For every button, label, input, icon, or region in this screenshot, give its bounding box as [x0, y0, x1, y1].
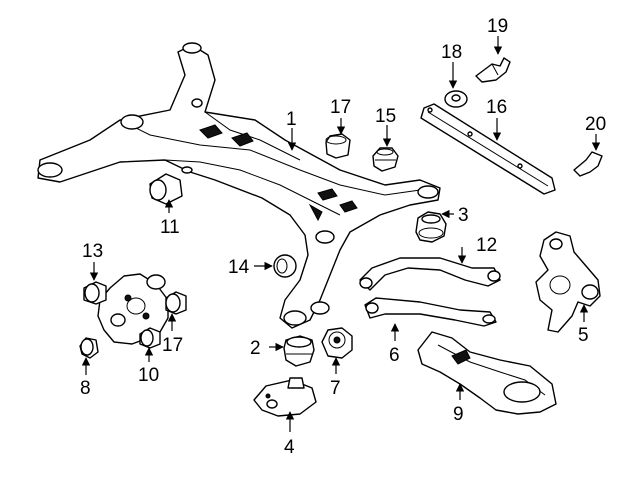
brace-bar-16 — [420, 103, 556, 195]
bolt-19 — [475, 57, 511, 83]
callout-19: 19 — [487, 16, 508, 37]
mount-4 — [253, 377, 317, 417]
callout-7: 7 — [330, 378, 341, 399]
lower-link-6 — [364, 297, 497, 327]
callout-10: 10 — [138, 365, 159, 386]
callout-12: 12 — [476, 235, 497, 256]
bushing-14 — [273, 254, 297, 278]
callout-17-left: 17 — [162, 335, 183, 356]
callout-3: 3 — [458, 205, 469, 226]
bushing-2 — [283, 335, 315, 367]
callout-4: 4 — [284, 437, 295, 458]
washer-18 — [444, 90, 468, 108]
callout-9: 9 — [453, 404, 464, 425]
callout-14: 14 — [228, 257, 250, 278]
mount-3 — [415, 211, 447, 243]
knuckle-5 — [535, 231, 601, 333]
bushing-11 — [149, 173, 183, 205]
callout-18: 18 — [441, 42, 462, 63]
bushing-7 — [321, 327, 353, 359]
callout-15: 15 — [375, 106, 396, 127]
callout-5: 5 — [578, 325, 589, 346]
callout-20: 20 — [585, 114, 606, 135]
bolt-20 — [573, 151, 603, 177]
leader-lines — [81, 36, 601, 432]
callout-13: 13 — [82, 241, 103, 262]
trailing-arm-9 — [417, 331, 557, 415]
bushing-8 — [79, 337, 99, 359]
callout-11: 11 — [160, 217, 180, 238]
callout-17-top: 17 — [330, 97, 351, 118]
callout-8: 8 — [80, 378, 91, 399]
callout-labels: 1 2 3 4 5 6 7 8 9 10 11 12 13 14 15 16 1… — [80, 16, 606, 458]
bushing-13 — [83, 281, 107, 305]
callout-1: 1 — [286, 109, 297, 130]
bushing-17-top — [325, 133, 351, 159]
callout-6: 6 — [389, 345, 400, 366]
callout-16: 16 — [486, 97, 507, 118]
bushing-10 — [139, 327, 161, 349]
rear-crossmember-subframe — [37, 42, 441, 329]
bushing-15 — [372, 147, 399, 172]
knuckle-assembly-left — [97, 273, 169, 345]
bushing-17-left — [165, 291, 187, 315]
upper-control-arm-12 — [359, 257, 501, 291]
callout-2: 2 — [250, 338, 261, 359]
